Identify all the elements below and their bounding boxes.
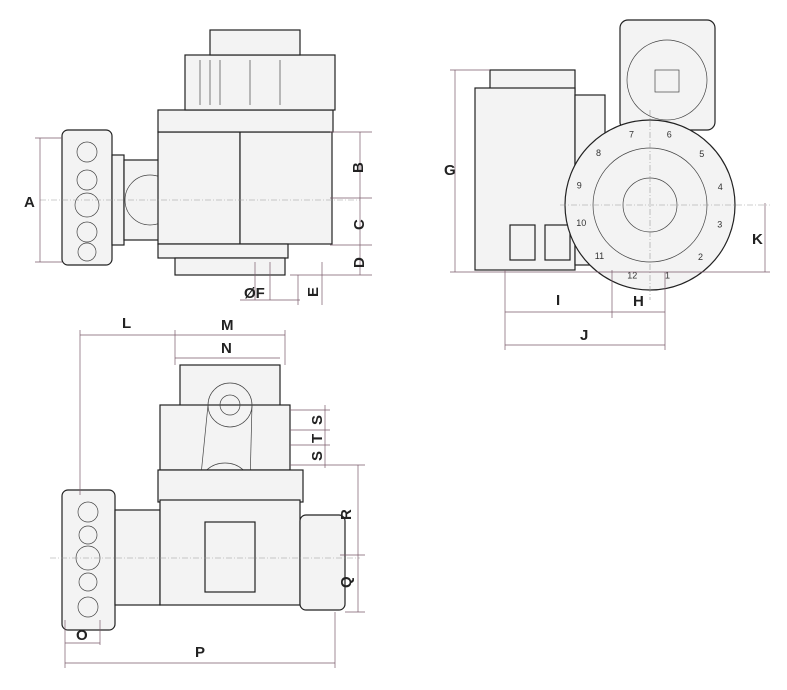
station-number: 7 xyxy=(629,129,634,139)
dim-label-a: A xyxy=(24,194,35,211)
dim-label-f: ØF xyxy=(244,285,265,302)
top-motor xyxy=(299,514,346,611)
station-number: 9 xyxy=(577,180,582,190)
dim-label-b: B xyxy=(350,162,367,173)
station-number: 8 xyxy=(596,148,601,158)
dim-label-p: P xyxy=(195,644,205,661)
dim-label-o: O xyxy=(76,627,88,644)
station-number: 5 xyxy=(699,149,704,159)
turret-disk-front xyxy=(61,129,113,266)
station-number: 10 xyxy=(576,218,586,228)
dim-label-e: E xyxy=(305,287,322,297)
motor xyxy=(184,54,336,111)
dim-label-l: L xyxy=(122,315,131,332)
dim-label-t: T xyxy=(309,434,326,443)
dim-label-h: H xyxy=(633,293,644,310)
turret-disk-top xyxy=(61,489,116,631)
station-number: 2 xyxy=(698,252,703,262)
station-number: 3 xyxy=(717,220,722,230)
dim-label-s-lower: S xyxy=(309,451,326,461)
dim-label-m: M xyxy=(221,317,234,334)
station-number: 6 xyxy=(667,130,672,140)
station-number: 11 xyxy=(595,251,604,261)
top-view: L M N S T S R Q O P xyxy=(50,315,365,668)
side-motor xyxy=(619,19,716,131)
front-view: A B C D ØF E xyxy=(24,29,372,305)
dim-label-g: G xyxy=(444,162,456,179)
station-number: 1 xyxy=(665,271,670,281)
dim-label-n: N xyxy=(221,340,232,357)
station-number: 12 xyxy=(627,270,637,280)
dim-label-d: D xyxy=(351,257,368,268)
dim-label-k: K xyxy=(752,231,763,248)
station-number: 4 xyxy=(718,182,723,192)
housing xyxy=(157,131,241,245)
dim-label-q: Q xyxy=(338,576,355,588)
dim-label-r: R xyxy=(338,509,355,520)
dim-label-j: J xyxy=(580,327,588,344)
dim-label-s-upper: S xyxy=(309,415,326,425)
dim-label-c: C xyxy=(351,219,368,230)
dim-label-i: I xyxy=(556,292,560,309)
